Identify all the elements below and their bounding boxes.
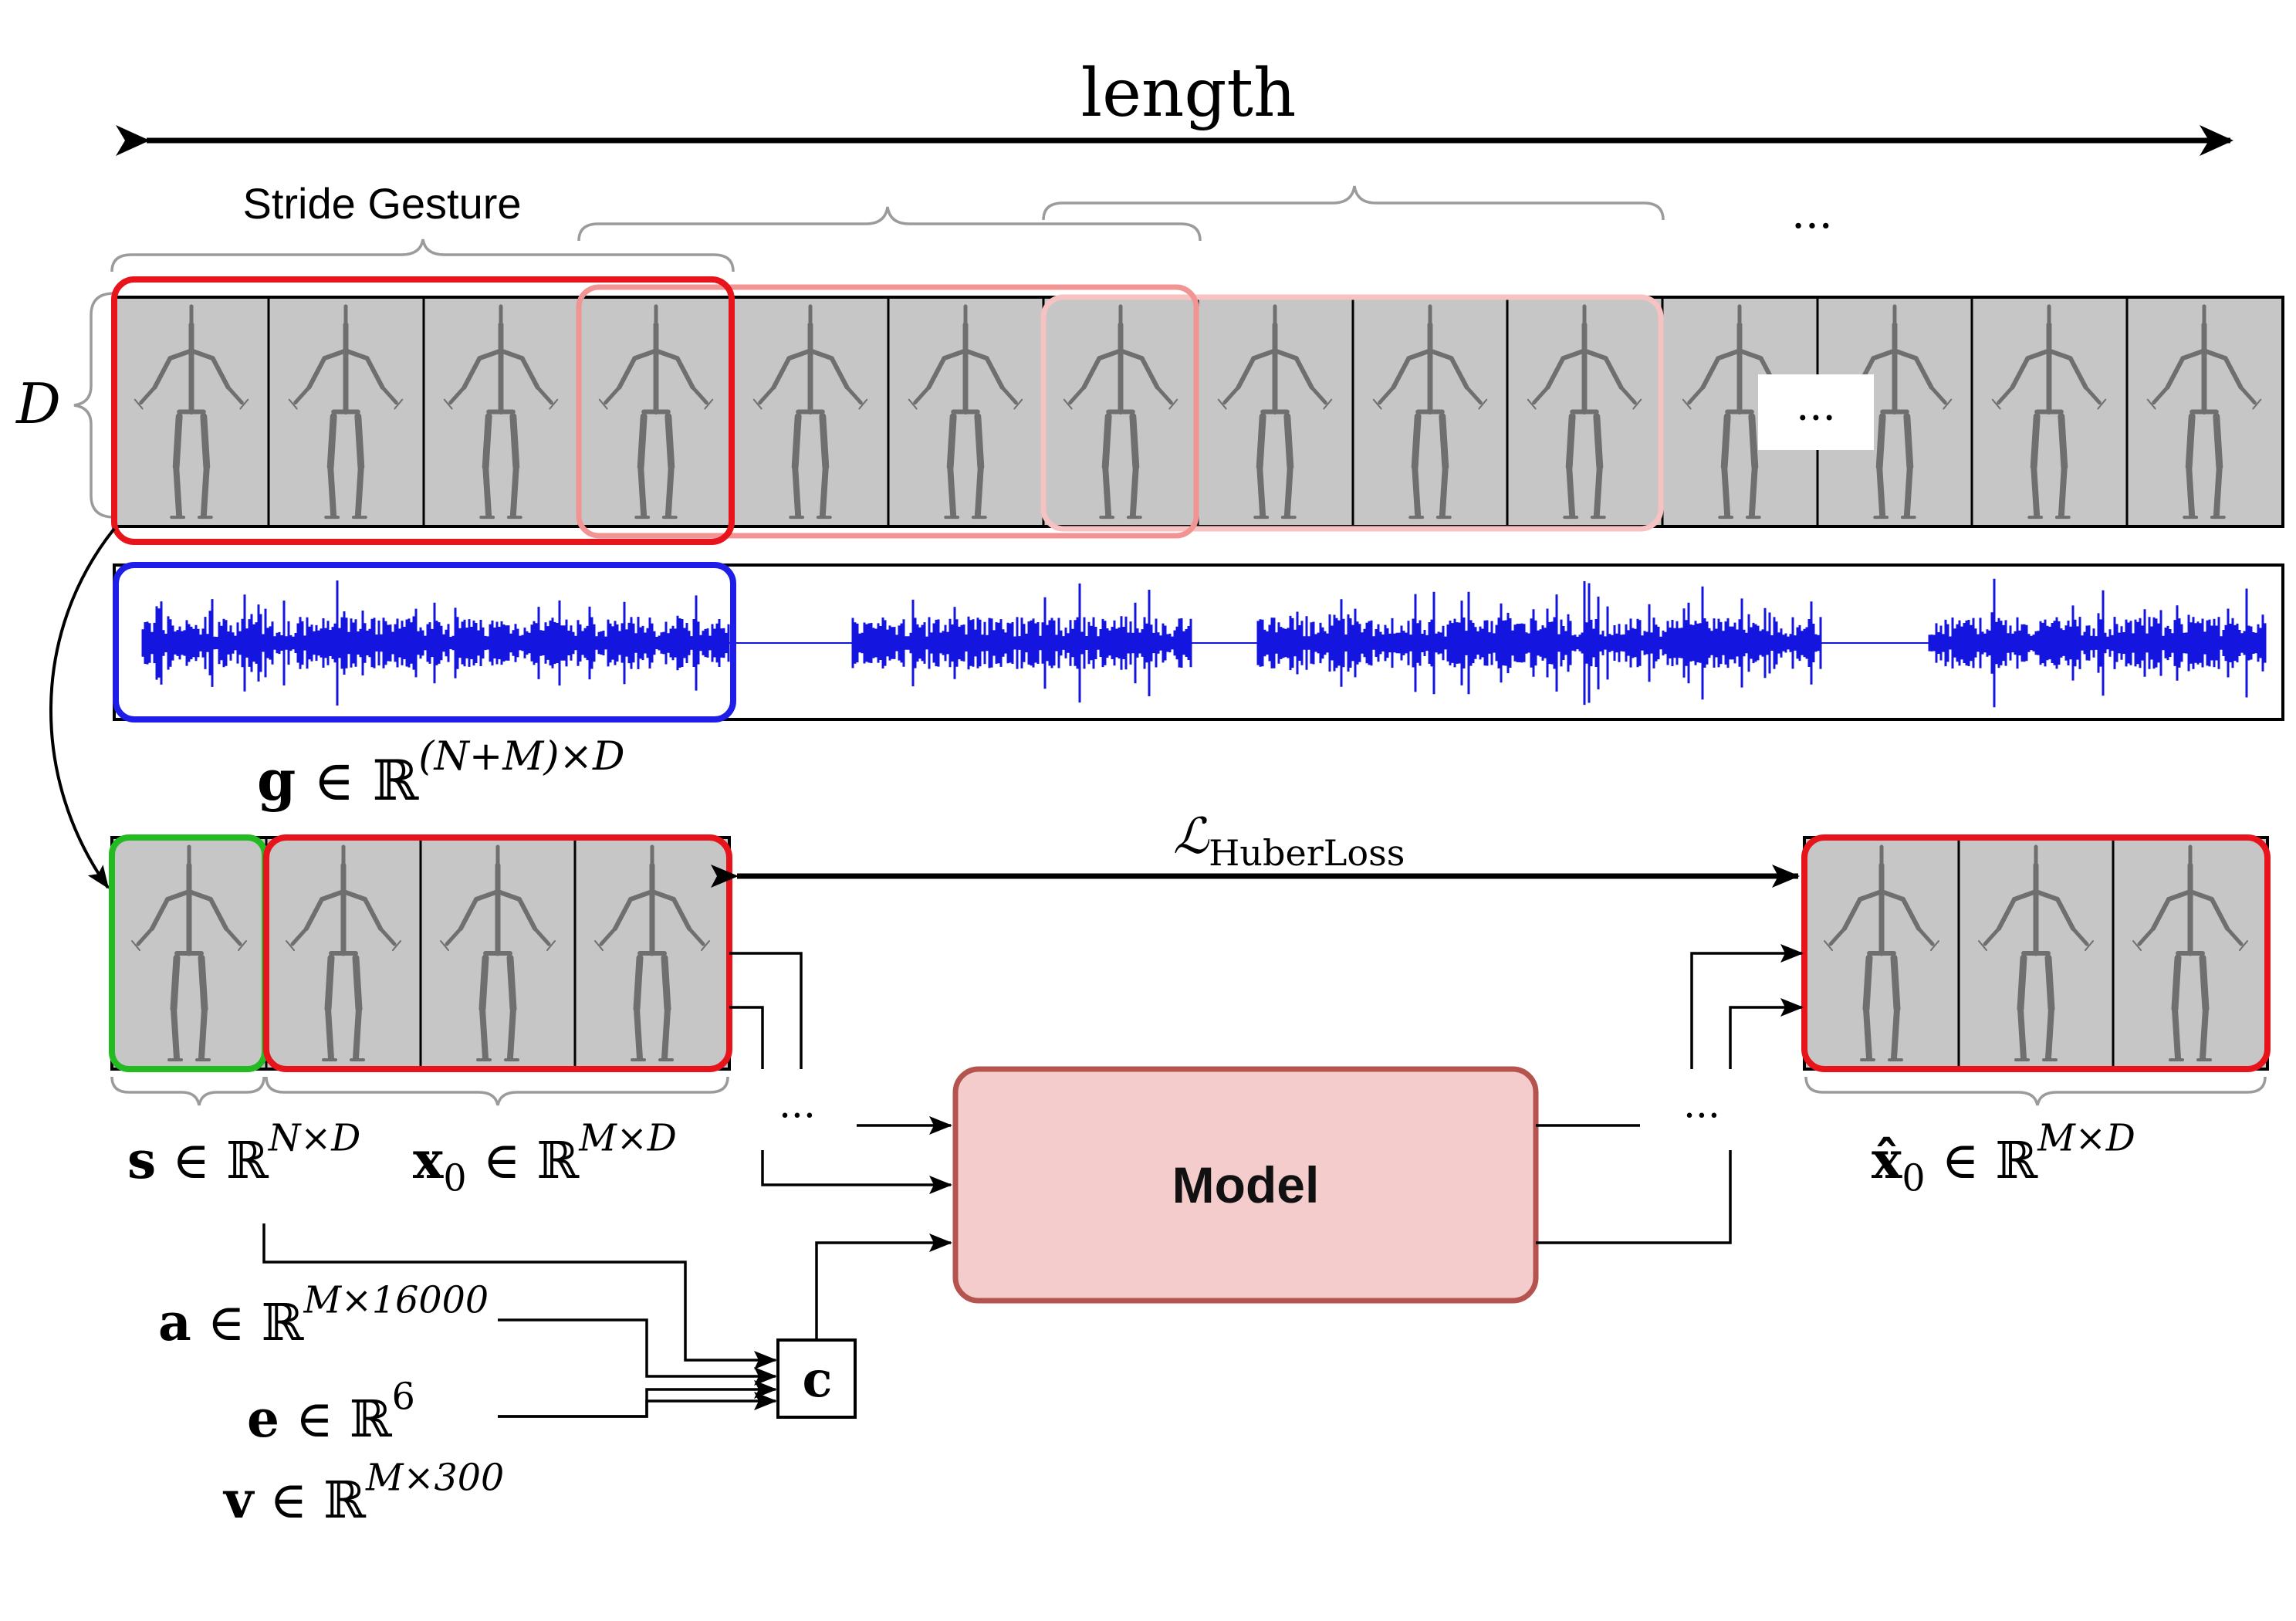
- x0-label: x0 ∈ ℝM×D: [413, 1120, 677, 1197]
- model-label: Model: [1172, 1156, 1320, 1213]
- a-dimension: M×16000: [303, 1279, 489, 1322]
- e-label: e ∈ ℝ6: [247, 1379, 415, 1445]
- xhat-relation: ∈ ℝ: [1925, 1131, 2038, 1190]
- frames-ellipsis-box: [1758, 374, 1874, 450]
- xhat-subscript: 0: [1902, 1157, 1926, 1200]
- x0-dimension: M×D: [579, 1117, 677, 1160]
- stride-gesture-label: Stride Gesture: [242, 179, 521, 228]
- window-light-pink: [1040, 294, 1664, 532]
- ellipsis-frames: ···: [1796, 394, 1836, 442]
- s-dimension: N×D: [268, 1117, 361, 1160]
- v-label: v ∈ ℝM×300: [224, 1460, 504, 1526]
- x0-subscript: 0: [443, 1157, 467, 1200]
- audio-waveform: [141, 578, 2267, 708]
- ellipsis-top: ···: [1791, 201, 1832, 252]
- v-symbol: v: [224, 1470, 254, 1530]
- a-label: a ∈ ℝM×16000: [158, 1282, 489, 1349]
- condition-box: [776, 1338, 857, 1419]
- huber-loss-label: ℒHuberLoss: [1173, 812, 1405, 871]
- xhat-dimension: M×D: [2037, 1117, 2135, 1160]
- condition-label: c: [802, 1350, 833, 1409]
- loss-symbol: ℒ: [1173, 808, 1209, 865]
- model-block: [952, 1066, 1539, 1304]
- window-pink: [576, 284, 1199, 539]
- v-relation: ∈ ℝ: [253, 1470, 367, 1530]
- a-relation: ∈ ℝ: [191, 1293, 304, 1352]
- e-relation: ∈ ℝ: [279, 1389, 392, 1449]
- a-symbol: a: [158, 1292, 191, 1352]
- g-label: g ∈ ℝ(N+M)×D: [257, 736, 625, 808]
- output-connectors: [1536, 944, 1804, 1244]
- curve-arrow: [49, 527, 116, 889]
- s-relation: ∈ ℝ: [156, 1131, 269, 1190]
- v-dimension: M×300: [366, 1457, 505, 1500]
- ellipsis-left: ···: [779, 1093, 816, 1138]
- e-dimension: 6: [391, 1376, 415, 1419]
- ellipsis-right: ···: [1683, 1093, 1720, 1138]
- g-dimension: (N+M)×D: [418, 733, 625, 780]
- s-symbol: s: [127, 1130, 157, 1190]
- stride-brace: [110, 239, 735, 272]
- condition-connectors: [262, 1223, 952, 1418]
- d-label: D: [15, 371, 61, 436]
- x0-relation: ∈ ℝ: [466, 1131, 580, 1190]
- pose-strip-input: [110, 836, 731, 1071]
- g-relation: ∈ ℝ: [296, 748, 419, 813]
- xhat-brace: [1804, 1076, 2267, 1106]
- s-label: s ∈ ℝN×D: [127, 1120, 360, 1186]
- waveform-path: [141, 578, 2267, 708]
- window-brace-2: [577, 206, 1202, 242]
- x0-connectors: [729, 952, 952, 1194]
- xhat-label: x̂0 ∈ ℝM×D: [1872, 1120, 2135, 1197]
- audio-window: [113, 562, 736, 723]
- length-label: length: [1081, 55, 1297, 132]
- pose-strip-output: [1803, 836, 2269, 1071]
- s-brace: [110, 1076, 265, 1106]
- d-brace: [73, 292, 115, 519]
- window-red: [111, 276, 735, 545]
- xhat-symbol: x̂: [1872, 1130, 1902, 1190]
- g-symbol: g: [257, 747, 296, 813]
- window-brace-3: [1042, 185, 1665, 221]
- xhat-window: [1801, 834, 2271, 1072]
- loss-subscript: HuberLoss: [1209, 832, 1405, 875]
- x0-brace: [265, 1076, 729, 1106]
- e-symbol: e: [247, 1389, 279, 1449]
- x0-symbol: x: [413, 1130, 444, 1190]
